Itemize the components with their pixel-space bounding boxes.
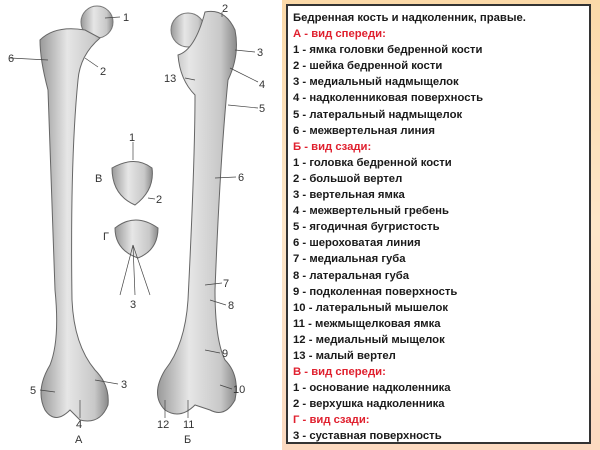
label-a-6: 6 — [8, 53, 14, 65]
legend-section-heading: Б - вид сзади: — [293, 140, 372, 153]
label-b-2: 2 — [222, 3, 228, 15]
legend-item: 1 - основание надколенника — [293, 382, 451, 395]
view-letter-a: А — [75, 434, 83, 446]
legend-item: 2 - верхушка надколенника — [293, 398, 445, 411]
legend-title: Бедренная кость и надколенник, правые. — [293, 12, 526, 24]
legend-item: 10 - латеральный мышелок — [293, 301, 449, 314]
legend-item: 2 - шейка бедренной кости — [293, 60, 443, 73]
legend-item: 11 - межмыщелковая ямка — [293, 317, 441, 330]
label-a-3: 3 — [121, 379, 127, 391]
patella-back-view — [114, 219, 159, 259]
legend-item: 2 - большой вертел — [293, 172, 403, 185]
label-b-7: 7 — [223, 278, 229, 290]
label-a-5: 5 — [30, 385, 36, 397]
legend-panel: Бедренная кость и надколенник, правые. А… — [286, 4, 591, 444]
legend-item: 1 - ямка головки бедренной кости — [293, 44, 483, 57]
legend-section-heading: Г - вид сзади: — [293, 414, 370, 427]
legend-section-heading: В - вид спереди: — [293, 366, 386, 379]
legend-item: 3 - суставная поверхность — [293, 430, 442, 443]
label-a-4: 4 — [76, 419, 82, 431]
view-letter-b: Б — [184, 434, 191, 446]
label-a-1: 1 — [123, 12, 129, 24]
label-b-9: 9 — [222, 348, 228, 360]
label-b-13: 13 — [164, 73, 176, 85]
view-letter-g: Г — [103, 231, 109, 243]
legend-item: 5 - латеральный надмыщелок — [293, 108, 463, 121]
legend-item: 12 - медиальный мыщелок — [293, 333, 445, 346]
femur-illustration: 1 2 3 4 5 6 А 2 3 13 4 5 6 7 8 9 10 11 1… — [0, 0, 282, 450]
label-b-3: 3 — [257, 47, 263, 59]
label-b-5: 5 — [259, 103, 265, 115]
femur-back-view — [157, 10, 237, 415]
label-v-2: 2 — [156, 194, 162, 206]
legend-section-heading: А - вид спереди: — [293, 28, 386, 41]
femur-front-view — [39, 5, 114, 422]
label-b-8: 8 — [228, 300, 234, 312]
legend-item: 5 - ягодичная бугристость — [293, 221, 440, 234]
legend-item: 6 - шероховатая линия — [293, 237, 421, 250]
legend-item: 13 - малый вертел — [293, 349, 396, 362]
legend-item: 7 - медиальная губа — [293, 253, 406, 266]
label-b-10: 10 — [233, 384, 245, 396]
label-b-12: 12 — [157, 419, 169, 431]
label-g-3: 3 — [130, 299, 136, 311]
label-b-4: 4 — [259, 79, 265, 91]
label-a-2: 2 — [100, 66, 106, 78]
legend-item: 9 - подколенная поверхность — [293, 285, 458, 298]
legend-item: 4 - надколенниковая поверхность — [293, 92, 484, 105]
legend-item: 6 - межвертельная линия — [293, 124, 435, 137]
legend-item: 8 - латеральная губа — [293, 269, 409, 282]
legend-item: 3 - вертельная ямка — [293, 189, 405, 202]
legend-item: 1 - головка бедренной кости — [293, 156, 452, 169]
legend-item: 4 - межвертельный гребень — [293, 205, 449, 218]
patella-front-view — [111, 161, 153, 206]
label-b-11: 11 — [183, 419, 194, 431]
label-v-1: 1 — [129, 132, 135, 144]
view-letter-v: В — [95, 173, 102, 185]
legend-item: 3 - медиальный надмыщелок — [293, 76, 459, 89]
label-b-6: 6 — [238, 172, 244, 184]
